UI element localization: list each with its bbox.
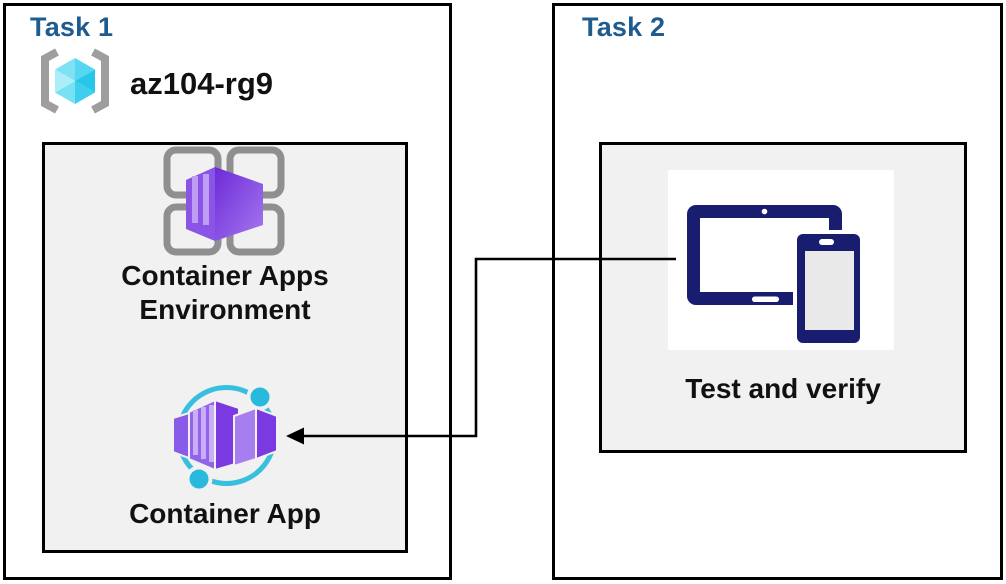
resource-group-name: az104-rg9 — [130, 65, 274, 101]
container-app-label: Container App — [129, 498, 321, 529]
container-apps-environment-icon — [162, 146, 286, 256]
test-and-verify-label: Test and verify — [685, 373, 881, 404]
container-apps-environment-box: Container Apps Environment Container Ap — [42, 142, 408, 553]
container-app-icon — [170, 381, 287, 493]
task1-box: Task 1 az104-rg9 — [3, 3, 452, 580]
resource-group-icon — [35, 48, 115, 119]
resource-group: az104-rg9 — [35, 48, 273, 119]
task1-title: Task 1 — [30, 12, 114, 42]
task2-box: Task 2 Test and verify — [552, 3, 1003, 580]
test-and-verify-box: Test and verify — [599, 142, 967, 453]
container-apps-environment-label: Container Apps Environment — [121, 260, 329, 325]
devices-icon — [668, 170, 894, 350]
task2-title: Task 2 — [582, 12, 666, 42]
